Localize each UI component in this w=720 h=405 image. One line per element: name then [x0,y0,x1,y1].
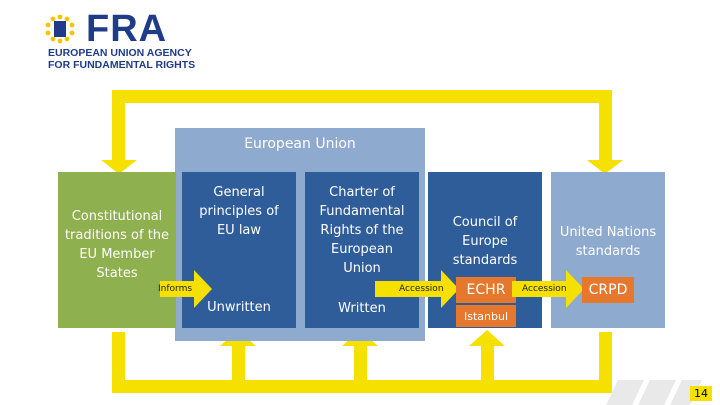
logo-line1: EUROPEAN UNION AGENCY [48,47,192,59]
down-arrowhead-left-icon [101,160,137,174]
decor-stripe [638,380,676,405]
charter-box: Charter of Fundamental Rights of the Eur… [305,172,419,328]
page-number: 14 [690,386,712,401]
top-frame-bar [112,90,612,103]
top-right-leg [599,90,612,168]
informs-label: Informs [158,284,193,294]
crpd-box: CRPD [582,277,634,303]
istanbul-label: Istanbul [463,309,508,323]
accession-arrow-2-icon [512,270,584,308]
down-arrowhead-right-icon [587,160,623,174]
accession-label-2: Accession [522,284,567,294]
bottom-up-leg-3 [481,345,494,393]
logo-line2: FOR FUNDAMENTAL RIGHTS [48,59,196,71]
bottom-up-leg-2 [354,345,367,393]
crpd-label: CRPD [588,282,628,298]
general-principles-box: General principles of EU law [182,172,296,328]
up-arrowhead-3-icon [469,330,505,346]
eu-flag-stars-icon [45,14,75,44]
written-label: Written [338,301,386,316]
united-nations-label: United Nations standards [559,225,657,259]
echr-label: ECHR [466,282,506,298]
fra-logo: FRA EUROPEAN UNION AGENCY FOR FUNDAMENTA… [38,8,195,71]
echr-box: ECHR [456,277,516,303]
bottom-right-leg [599,332,612,393]
charter-label: Charter of Fundamental Rights of the Eur… [319,185,405,276]
council-of-europe-label: Council of Europe standards [452,215,518,268]
bottom-left-leg [112,332,125,393]
accession-arrow-1-icon [375,270,459,308]
unwritten-label: Unwritten [207,300,271,315]
eu-container-label: European Union [244,136,356,152]
accession-label-1: Accession [399,284,444,294]
constitutional-traditions-label: Constitutional traditions of the EU Memb… [64,209,170,281]
general-principles-label: General principles of EU law [199,185,279,238]
informs-arrow-icon [160,270,212,308]
istanbul-box: Istanbul [456,305,516,327]
top-left-leg [112,90,125,168]
bottom-up-leg-1 [232,345,245,393]
constitutional-traditions-box: Constitutional traditions of the EU Memb… [58,172,176,328]
logo-wordmark: FRA [86,8,168,50]
